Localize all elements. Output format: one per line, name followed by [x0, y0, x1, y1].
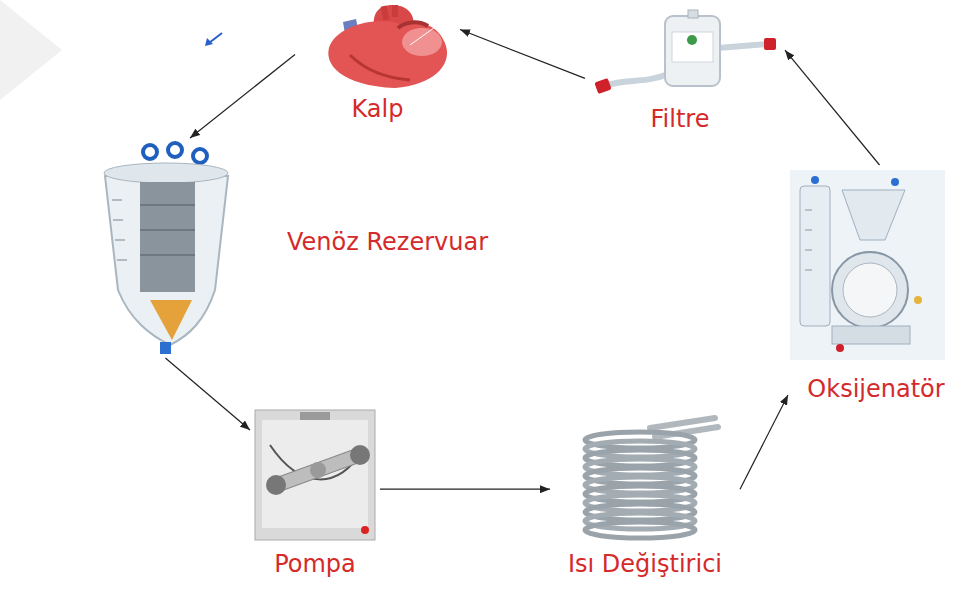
oxygenator-illustration-part	[790, 170, 945, 360]
oxygenator-illustration-part	[832, 252, 908, 328]
filter-illustration	[594, 10, 776, 94]
flow-arrow-small-part	[205, 38, 213, 46]
venous-reservoir-illustration-part	[140, 182, 195, 292]
component-label: Filtre	[651, 105, 710, 134]
heat-exchanger-illustration	[585, 418, 718, 538]
component-label: Venöz Rezervuar	[287, 228, 488, 257]
oxygenator-illustration-part	[891, 178, 899, 186]
pump-illustration-part	[266, 475, 286, 495]
oxygenator-illustration-part	[843, 263, 897, 317]
flow-arrow-small	[205, 33, 222, 46]
filter-illustration-part	[764, 38, 776, 50]
oxygenator-illustration-part	[805, 230, 812, 231]
venous-reservoir-illustration-part	[113, 220, 123, 221]
flow-arrow	[380, 489, 550, 490]
component-node: Venöz Rezervuar	[95, 138, 535, 358]
pump-illustration-part	[310, 462, 326, 478]
corner-triangle	[0, 0, 62, 100]
corner-triangle-part	[0, 0, 62, 100]
pump-illustration	[255, 410, 375, 540]
venous-reservoir-illustration	[104, 143, 228, 354]
heart-illustration-part	[398, 22, 428, 28]
oxygenator-illustration-part	[842, 190, 905, 240]
heart-illustration-part	[350, 55, 410, 80]
filter-illustration-part	[672, 32, 713, 62]
venous-reservoir-illustration-part	[193, 149, 207, 163]
filter-illustration-part	[594, 78, 611, 94]
filter-illustration-part	[665, 16, 720, 86]
component-label: Isı Değiştirici	[568, 550, 722, 579]
venous-reservoir-illustration-part	[143, 145, 157, 159]
venous-reservoir-illustration-part	[168, 143, 182, 157]
pump-illustration-part	[300, 412, 330, 420]
filter-illustration-part	[688, 10, 698, 18]
flow-arrow	[460, 30, 585, 79]
oxygenator-illustration	[790, 170, 945, 360]
flow-arrow	[165, 358, 250, 430]
oxygenator-illustration-part	[805, 250, 812, 251]
pump-illustration-part	[262, 420, 368, 528]
pump-illustration-part	[273, 448, 362, 492]
venous-reservoir-illustration-part	[112, 200, 122, 201]
flow-arrow	[190, 55, 295, 139]
venous-reservoir-illustration-part	[115, 240, 125, 241]
heart-illustration-part	[328, 21, 447, 88]
venous-reservoir-illustration-part	[150, 300, 192, 340]
venous-reservoir-illustration-part	[117, 260, 127, 261]
oxygenator-illustration-part	[914, 296, 922, 304]
oxygenator-illustration-part	[811, 176, 819, 184]
component-node: Pompa	[250, 405, 380, 588]
heart-illustration	[328, 5, 447, 88]
oxygenator-illustration-part	[832, 326, 910, 344]
oxygenator-illustration-part	[805, 270, 812, 271]
component-node: Isı Değiştirici	[550, 405, 740, 588]
venous-reservoir-illustration-part	[104, 163, 228, 183]
oxygenator-illustration-part	[805, 210, 812, 211]
component-label: Oksijenatör	[807, 375, 944, 404]
component-node: Kalp	[295, 2, 460, 127]
component-node: Oksijenatör	[788, 165, 964, 415]
oxygenator-illustration-part	[836, 344, 844, 352]
pump-illustration-part	[350, 445, 370, 465]
heat-exchanger-illustration-part	[585, 522, 695, 538]
filter-illustration-part	[718, 44, 768, 48]
component-label: Pompa	[274, 550, 356, 579]
venous-reservoir-illustration-part	[105, 176, 228, 345]
heart-illustration-part	[392, 5, 398, 17]
filter-illustration-part	[604, 74, 668, 86]
oxygenator-illustration-part	[800, 186, 830, 326]
heart-illustration-part	[410, 20, 445, 45]
venous-reservoir-illustration-part	[140, 204, 195, 206]
venous-reservoir-illustration-part	[160, 342, 171, 354]
venous-reservoir-illustration-part	[140, 229, 195, 231]
pump-illustration-part	[361, 526, 369, 534]
flow-arrow-small-part	[209, 33, 222, 43]
filter-illustration-part	[687, 35, 697, 45]
flow-arrow	[740, 395, 788, 489]
heart-illustration-part	[402, 28, 442, 56]
pump-illustration-part	[255, 410, 375, 540]
heart-illustration-part	[381, 6, 390, 21]
flow-arrow	[785, 50, 880, 165]
component-label: Kalp	[352, 95, 404, 124]
venous-reservoir-illustration-part	[140, 254, 195, 256]
component-node: Filtre	[585, 8, 785, 136]
